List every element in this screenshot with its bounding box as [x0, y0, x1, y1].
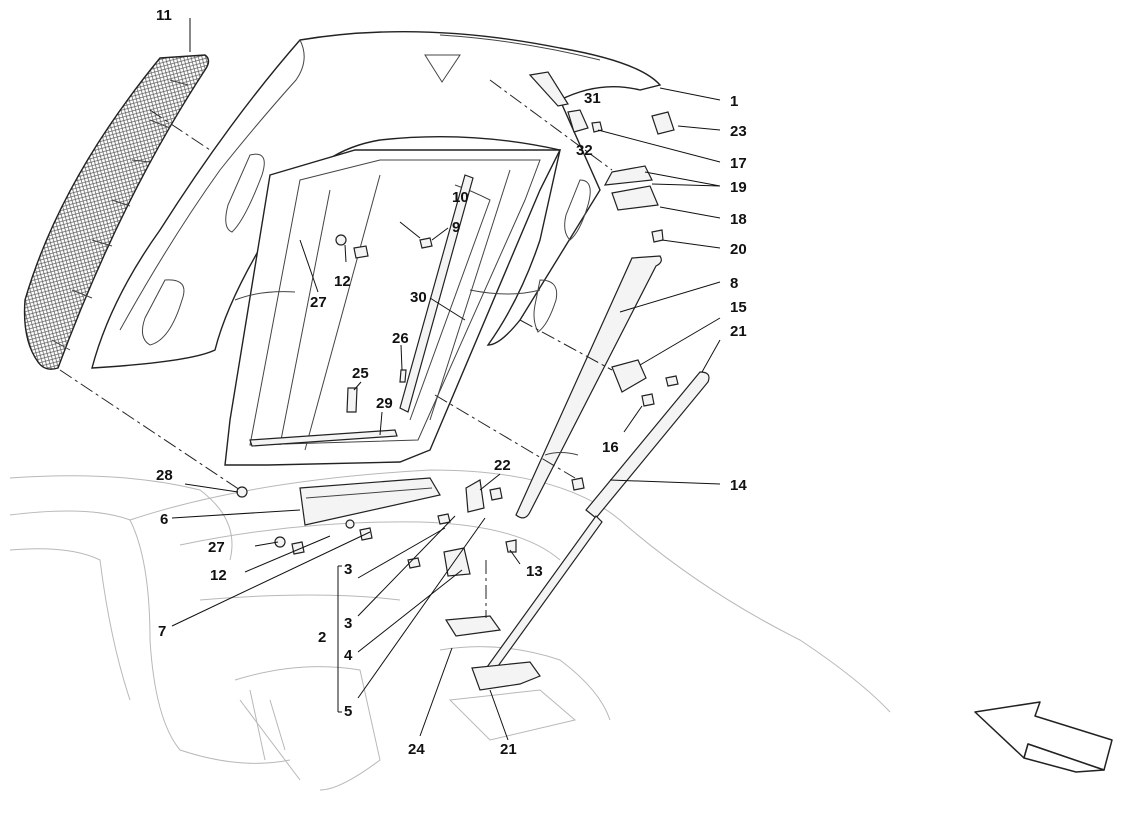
callout-labels: 11 1 23 31 32 17 19 18 20 8 15 21 16 14 …	[156, 7, 747, 758]
direction-arrow-icon	[974, 701, 1113, 773]
callout-14: 14	[730, 477, 747, 494]
hood-panel	[91, 30, 662, 369]
callout-18: 18	[730, 211, 747, 228]
callout-26: 26	[392, 330, 409, 347]
callout-30: 30	[410, 289, 427, 306]
callout-16: 16	[602, 439, 619, 456]
callout-32: 32	[576, 142, 593, 159]
callout-11: 11	[156, 7, 172, 24]
mesh-grille	[23, 54, 210, 370]
gas-strut	[479, 371, 710, 687]
callout-15: 15	[730, 299, 747, 316]
right-rail	[515, 255, 662, 519]
callout-19: 19	[730, 179, 747, 196]
callout-10: 10	[452, 189, 469, 206]
callout-27-top: 27	[310, 294, 327, 311]
callout-25: 25	[352, 365, 369, 382]
callout-12-bottom: 12	[210, 567, 227, 584]
callout-5: 5	[344, 703, 352, 720]
callout-28: 28	[156, 467, 173, 484]
callout-2: 2	[318, 629, 326, 646]
callout-20: 20	[730, 241, 747, 258]
callout-4: 4	[344, 647, 353, 664]
latch-parts	[443, 71, 659, 691]
callout-3-top: 3	[344, 561, 352, 578]
callout-8: 8	[730, 275, 738, 292]
callout-21-bottom: 21	[500, 741, 517, 758]
car-body-outline	[9, 469, 891, 791]
callout-22: 22	[494, 457, 511, 474]
callout-7: 7	[158, 623, 166, 640]
inner-frame	[224, 149, 562, 466]
callout-17: 17	[730, 155, 747, 172]
fasteners	[236, 111, 679, 569]
callout-29: 29	[376, 395, 393, 412]
callout-24: 24	[408, 741, 425, 758]
callout-12-top: 12	[334, 273, 351, 290]
callout-3-bottom: 3	[344, 615, 352, 632]
callout-31: 31	[584, 90, 601, 107]
callout-23: 23	[730, 123, 747, 140]
callout-9: 9	[452, 219, 460, 236]
callout-21-top: 21	[730, 323, 747, 340]
leader-lines	[171, 18, 721, 741]
seal-strips	[249, 174, 474, 447]
callout-1: 1	[730, 93, 738, 110]
callout-6: 6	[160, 511, 168, 528]
callout-13: 13	[526, 563, 543, 580]
callout-27-bottom: 27	[208, 539, 225, 556]
front-bracket	[299, 477, 441, 526]
assembly-lines	[59, 79, 613, 618]
